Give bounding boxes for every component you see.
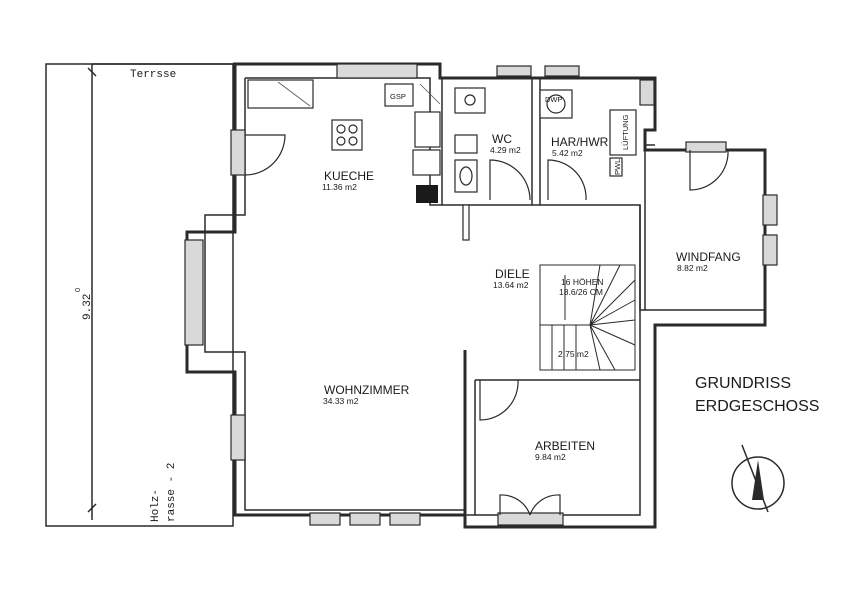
utility-fixtures [539,89,637,177]
windows [184,63,778,526]
stairs-area-label: 2.75 m2 [558,349,589,359]
terrace-side-label-1: Holz- [150,489,162,522]
wc-fixtures [454,87,486,193]
room-area-har-hwr: 5.42 m2 [552,148,583,158]
room-area-kueche: 11.36 m2 [322,182,357,192]
room-area-wohnzimmer: 34.33 m2 [323,396,359,406]
plan-title-line1: GRUNDRISS [695,375,791,392]
exterior-walls [185,62,767,529]
kitchen-fixtures [247,79,441,203]
room-name-wc: WC [492,132,512,146]
doors [244,134,729,516]
room-name-arbeiten: ARBEITEN [535,439,595,453]
room-name-diele: DIELE [495,267,530,281]
terrace-side-label-2: rasse - 2 [166,463,178,522]
room-name-wohnzimmer: WOHNZIMMER [324,383,410,397]
terrace-dimension: 9.32 [82,294,94,320]
north-arrow [731,444,785,513]
fixture-gsp-label: GSP [390,92,406,101]
room-area-wc: 4.29 m2 [490,145,521,155]
terrace-area [45,63,234,527]
room-area-arbeiten: 9.84 m2 [535,452,566,462]
fixture-luftung-label: LÜFTUNG [621,114,630,150]
room-area-diele: 13.64 m2 [493,280,529,290]
room-name-har-hwr: HAR/HWR [551,135,609,149]
room-area-windfang: 8.82 m2 [677,263,708,273]
fixture-dwp-label: DWP [545,95,563,104]
terrace-label: Terrsse [130,69,176,81]
staircase [539,264,636,371]
room-name-windfang: WINDFANG [676,250,741,264]
stairs-steps-label: 16 HÖHEN [561,277,604,287]
plan-title-line2: ERDGESCHOSS [695,398,819,415]
fixture-pwl-label: PWL [613,159,622,175]
room-name-kueche: KUECHE [324,169,374,183]
stairs-dimension-label: 18.6/26 CM [559,287,603,297]
terrace-dimension-sup: 0 [73,288,82,292]
